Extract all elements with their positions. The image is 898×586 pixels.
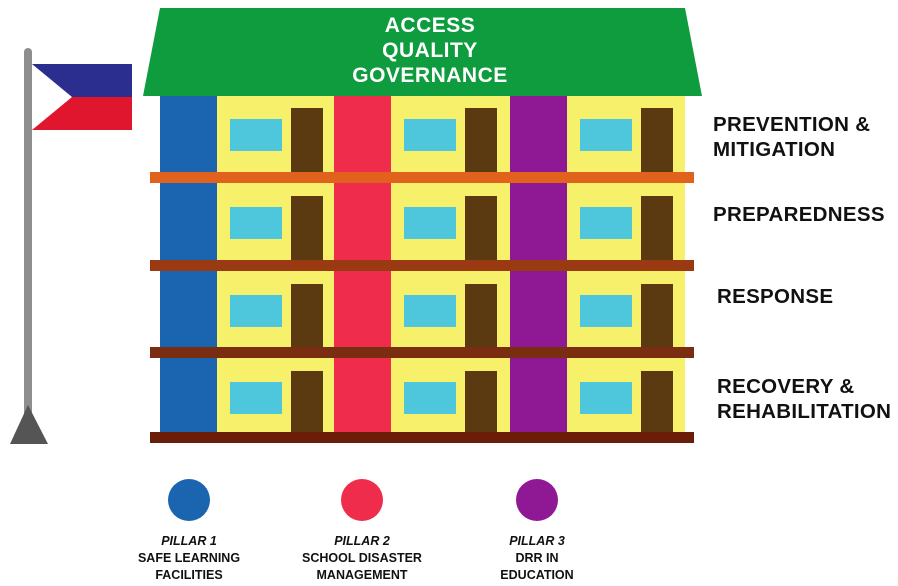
door-floor3-bay3 bbox=[641, 284, 673, 347]
window-floor3-bay3 bbox=[580, 295, 632, 327]
door-floor1-bay3 bbox=[641, 108, 673, 172]
window-floor4-bay1 bbox=[230, 382, 282, 414]
window-floor4-bay2 bbox=[404, 382, 456, 414]
roof bbox=[143, 8, 702, 96]
door-floor1-bay2 bbox=[465, 108, 497, 172]
pillar-2-title: PILLAR 2 bbox=[334, 534, 390, 548]
pillar-1-title: PILLAR 1 bbox=[161, 534, 217, 548]
door-floor4-bay2 bbox=[465, 371, 497, 432]
roof-line-3: GOVERNANCE bbox=[352, 64, 508, 87]
door-floor1-bay1 bbox=[291, 108, 323, 172]
window-floor1-bay2 bbox=[404, 119, 456, 151]
window-floor2-bay3 bbox=[580, 207, 632, 239]
flag-pole-top bbox=[24, 48, 32, 56]
floor-slab-3 bbox=[150, 347, 694, 358]
door-floor4-bay1 bbox=[291, 371, 323, 432]
phase-label-response: RESPONSE bbox=[717, 285, 833, 308]
window-floor2-bay2 bbox=[404, 207, 456, 239]
roof-line-2: QUALITY bbox=[382, 39, 478, 62]
door-floor3-bay1 bbox=[291, 284, 323, 347]
floor-slab-2 bbox=[150, 260, 694, 271]
window-floor3-bay1 bbox=[230, 295, 282, 327]
door-floor4-bay3 bbox=[641, 371, 673, 432]
window-floor4-bay3 bbox=[580, 382, 632, 414]
phase-label-recovery-line-1: RECOVERY & bbox=[717, 375, 854, 398]
pillar-1-dot bbox=[168, 479, 210, 521]
phase-label-prevention-line-2: MITIGATION bbox=[713, 138, 835, 161]
door-floor3-bay2 bbox=[465, 284, 497, 347]
rooms bbox=[230, 108, 673, 432]
phase-label-prevention-line-1: PREVENTION & bbox=[713, 113, 870, 136]
floor-slab-4 bbox=[150, 432, 694, 443]
flag-pole bbox=[24, 52, 32, 420]
flag-pole-base bbox=[10, 405, 48, 444]
pillar-1-line-2: FACILITIES bbox=[155, 568, 222, 582]
pillar-3-line-2: EDUCATION bbox=[500, 568, 573, 582]
pillar-1-line-1: SAFE LEARNING bbox=[138, 551, 240, 565]
pillar-legend: PILLAR 1 SAFE LEARNING FACILITIES PILLAR… bbox=[138, 479, 574, 582]
pillar-2-dot bbox=[341, 479, 383, 521]
door-floor2-bay2 bbox=[465, 196, 497, 260]
pillar-3-dot bbox=[516, 479, 558, 521]
window-floor2-bay1 bbox=[230, 207, 282, 239]
door-floor2-bay3 bbox=[641, 196, 673, 260]
flag bbox=[10, 48, 132, 444]
phase-label-recovery-line-2: REHABILITATION bbox=[717, 400, 891, 423]
window-floor3-bay2 bbox=[404, 295, 456, 327]
window-floor1-bay3 bbox=[580, 119, 632, 151]
phase-label-preparedness: PREPAREDNESS bbox=[713, 203, 885, 226]
pillar-2-line-1: SCHOOL DISASTER bbox=[302, 551, 422, 565]
pillar-2-line-2: MANAGEMENT bbox=[317, 568, 408, 582]
floor-slab-1 bbox=[150, 172, 694, 183]
roof-line-1: ACCESS bbox=[385, 14, 476, 37]
flag-white-triangle bbox=[32, 64, 72, 130]
pillar-3-title: PILLAR 3 bbox=[509, 534, 565, 548]
window-floor1-bay1 bbox=[230, 119, 282, 151]
door-floor2-bay1 bbox=[291, 196, 323, 260]
pillar-3-line-1: DRR IN bbox=[515, 551, 558, 565]
